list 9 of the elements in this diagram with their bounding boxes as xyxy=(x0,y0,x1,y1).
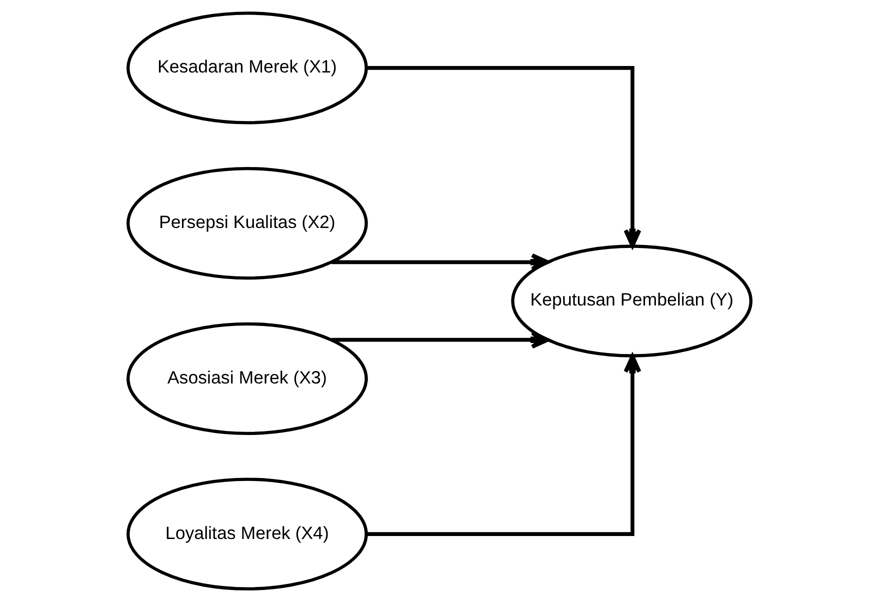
arrow xyxy=(331,331,550,349)
node-ellipse: Loyalitas Merek (X4) xyxy=(126,478,368,590)
node-ellipse: Asosiasi Merek (X3) xyxy=(126,322,368,436)
arrow xyxy=(331,253,550,271)
node-ellipse: Kesadaran Merek (X1) xyxy=(126,12,368,124)
arrow xyxy=(366,354,641,536)
arrow xyxy=(366,66,641,248)
node-ellipse: Keputusan Pembelian (Y) xyxy=(510,244,752,358)
node-ellipse: Persepsi Kualitas (X2) xyxy=(126,166,368,280)
